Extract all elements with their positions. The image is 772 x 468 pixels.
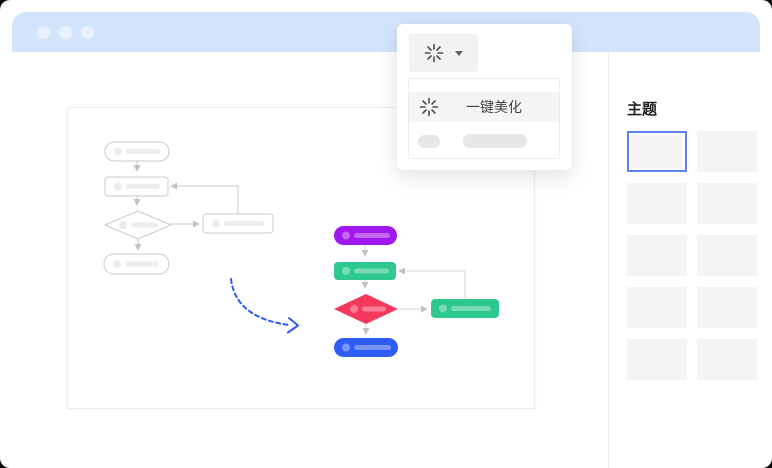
text-placeholder <box>125 261 159 267</box>
shape-terminator-blue[interactable] <box>334 338 398 357</box>
shape-process-green[interactable] <box>334 262 396 280</box>
theme-thumbnail[interactable] <box>627 183 687 224</box>
theme-thumbnail[interactable] <box>627 287 687 328</box>
titlebar-dot <box>59 25 72 39</box>
shape-decision-red[interactable] <box>334 294 398 324</box>
beautify-menu: 一键美化 <box>408 78 560 159</box>
placeholder-pill <box>463 134 527 148</box>
theme-thumbnail[interactable] <box>697 339 757 380</box>
placeholder-pill <box>418 134 440 148</box>
theme-thumbnail-selected[interactable] <box>627 131 687 172</box>
menu-item-beautify[interactable]: 一键美化 <box>409 92 559 122</box>
beautify-burst-icon <box>424 43 444 63</box>
beautify-burst-icon <box>419 97 439 117</box>
text-placeholder <box>362 306 386 312</box>
theme-thumbnail[interactable] <box>697 287 757 328</box>
flowchart-layer <box>103 141 499 357</box>
theme-grid <box>627 131 757 380</box>
theme-thumbnail[interactable] <box>697 183 757 224</box>
text-placeholder <box>354 268 389 274</box>
theme-thumbnail[interactable] <box>697 131 757 172</box>
text-placeholder <box>114 147 122 156</box>
text-placeholder <box>342 267 350 275</box>
menu-item-placeholder[interactable] <box>409 134 559 148</box>
beautify-panel: 一键美化 <box>397 24 572 170</box>
theme-thumbnail[interactable] <box>697 235 757 276</box>
text-placeholder <box>354 345 391 350</box>
text-placeholder <box>451 306 491 311</box>
text-placeholder <box>439 304 447 313</box>
text-placeholder <box>113 260 121 268</box>
titlebar <box>12 12 760 52</box>
transform-arrow <box>230 278 299 334</box>
flowchart-after <box>334 226 499 357</box>
text-placeholder <box>126 149 160 154</box>
connector <box>170 182 239 214</box>
sidebar-divider <box>608 52 609 468</box>
text-placeholder <box>342 231 350 240</box>
titlebar-dot <box>37 25 50 39</box>
theme-thumbnail[interactable] <box>627 235 687 276</box>
text-placeholder <box>224 221 264 226</box>
text-placeholder <box>131 222 158 228</box>
text-placeholder <box>114 182 122 191</box>
arrowhead-icon <box>287 317 299 334</box>
shape-process-green[interactable] <box>431 299 499 318</box>
text-placeholder <box>350 305 358 313</box>
text-placeholder <box>119 221 127 229</box>
flowchart-before <box>103 141 274 275</box>
chevron-down-icon <box>455 50 463 56</box>
text-placeholder <box>212 219 220 228</box>
text-placeholder <box>354 233 390 238</box>
text-placeholder <box>342 343 350 352</box>
beautify-toolbar-button[interactable] <box>409 34 478 72</box>
theme-thumbnail[interactable] <box>627 339 687 380</box>
shape-terminator-purple[interactable] <box>334 226 397 245</box>
titlebar-dot <box>81 25 94 39</box>
connector <box>398 267 466 299</box>
sidebar-title: 主题 <box>627 101 658 118</box>
text-placeholder <box>126 184 160 189</box>
theme-sidebar: 主题 <box>627 98 757 380</box>
menu-item-label: 一键美化 <box>466 99 522 115</box>
